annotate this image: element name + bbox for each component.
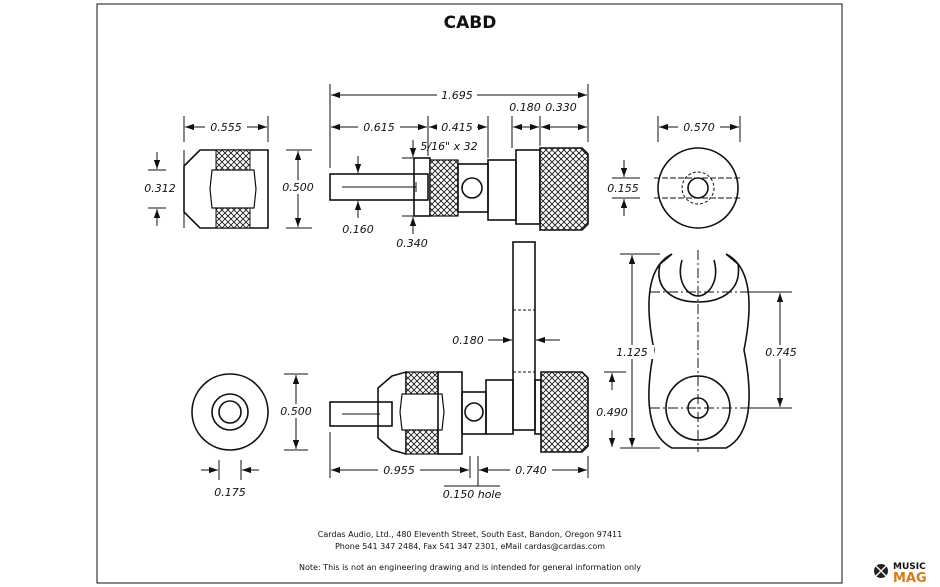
dimension-1-125: 1.125 xyxy=(612,253,660,449)
svg-text:0.175: 0.175 xyxy=(214,486,246,499)
dimension-0-340: 0.340 xyxy=(396,215,432,250)
svg-text:MAG: MAG xyxy=(893,571,927,586)
svg-text:MUSIC: MUSIC xyxy=(893,562,926,572)
dimension-0-500-top: 0.500 xyxy=(278,149,318,229)
dimension-0-740: 0.740 xyxy=(479,456,589,478)
spade-strap-view xyxy=(648,250,750,452)
strap-side-view xyxy=(512,241,536,431)
dimension-0-955: 0.955 xyxy=(329,432,471,478)
footer-note: Note: This is not an engineering drawing… xyxy=(299,563,641,572)
thread-callout: 5/16" x 32 xyxy=(402,140,478,159)
svg-text:0.312: 0.312 xyxy=(144,182,176,195)
svg-text:0.150 hole: 0.150 hole xyxy=(443,488,502,501)
dimension-0-312: 0.312 xyxy=(144,152,176,226)
dimension-0-175: 0.175 xyxy=(201,460,259,499)
svg-text:0.490: 0.490 xyxy=(596,406,628,419)
svg-text:0.955: 0.955 xyxy=(383,464,415,477)
svg-text:0.415: 0.415 xyxy=(441,121,473,134)
dimension-0-155: 0.155 xyxy=(607,160,640,216)
svg-text:0.155: 0.155 xyxy=(607,182,639,195)
dimension-0-615: 0.615 xyxy=(331,116,429,156)
svg-text:0.555: 0.555 xyxy=(210,121,242,134)
svg-text:0.180: 0.180 xyxy=(452,334,484,347)
svg-text:5/16" x 32: 5/16" x 32 xyxy=(420,140,477,153)
end-view-top xyxy=(654,147,742,229)
svg-text:0.180: 0.180 xyxy=(509,101,541,114)
svg-text:0.570: 0.570 xyxy=(683,121,715,134)
hole-callout: 0.150 hole xyxy=(443,456,502,501)
svg-text:0.500: 0.500 xyxy=(282,181,314,194)
svg-text:0.160: 0.160 xyxy=(342,223,374,236)
dimension-0-555: 0.555 xyxy=(183,116,269,142)
svg-text:1.695: 1.695 xyxy=(441,89,473,102)
svg-text:0.745: 0.745 xyxy=(765,346,797,359)
dimension-0-570: 0.570 xyxy=(657,116,741,142)
dimension-0-415: 0.415 xyxy=(429,116,489,158)
clamp-nut-side-view xyxy=(183,149,269,229)
dimension-0-160: 0.160 xyxy=(342,156,374,236)
dimension-0-180-top: 0.180 xyxy=(509,101,541,148)
dimension-0-500-bottom: 0.500 xyxy=(276,373,316,451)
footer-address: Cardas Audio, Ltd., 480 Eleventh Street,… xyxy=(318,530,622,539)
dimension-1-695: 1.695 xyxy=(329,84,589,168)
svg-text:1.125: 1.125 xyxy=(616,346,648,359)
svg-text:0.500: 0.500 xyxy=(280,405,312,418)
dimension-0-180-mid: 0.180 xyxy=(452,334,560,347)
svg-text:0.340: 0.340 xyxy=(396,237,428,250)
footer-contact: Phone 541 347 2484, Fax 541 347 2301, eM… xyxy=(335,542,605,551)
watermark-logo: MUSIC MAG xyxy=(874,562,927,586)
svg-text:0.615: 0.615 xyxy=(363,121,395,134)
dimension-0-330: 0.330 xyxy=(541,101,587,131)
sheet-border xyxy=(96,3,843,584)
end-view-bottom xyxy=(191,373,269,451)
dimension-0-745: 0.745 xyxy=(746,291,802,409)
assembled-side-view xyxy=(329,370,589,456)
dimension-0-490: 0.490 xyxy=(596,371,628,447)
binding-post-side-view xyxy=(329,147,589,231)
drawing-title: CABD xyxy=(444,13,497,33)
svg-text:0.740: 0.740 xyxy=(515,464,547,477)
svg-text:0.330: 0.330 xyxy=(545,101,577,114)
